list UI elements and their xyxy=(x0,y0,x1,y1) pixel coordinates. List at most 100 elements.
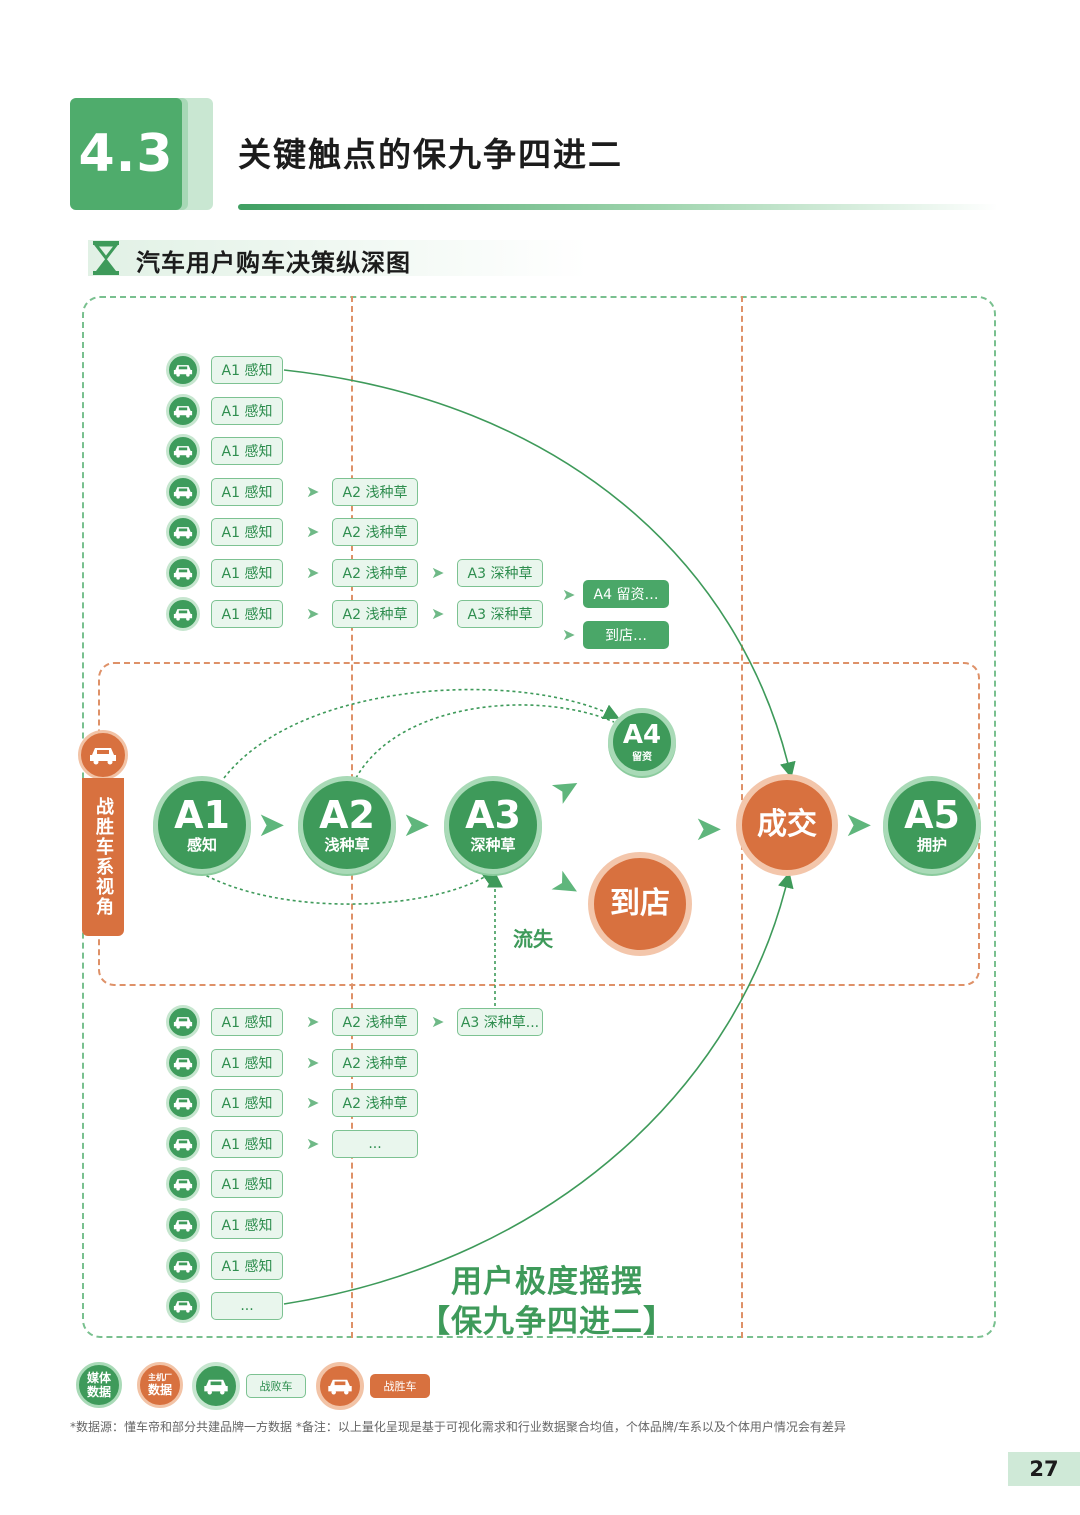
node-a3-label: A3 xyxy=(465,792,521,837)
car-icon xyxy=(173,1138,193,1151)
stage-pill: A1 感知 xyxy=(211,396,283,425)
arrow-icon: ➤ xyxy=(306,481,320,501)
row-car-icon xyxy=(166,1248,200,1283)
top-branch-a4: A4 留资… xyxy=(583,580,669,608)
subtitle: 汽车用户购车决策纵深图 xyxy=(136,249,411,277)
arrow-icon: ➤ xyxy=(306,563,320,582)
node-a5-label: A5 xyxy=(904,792,960,837)
node-deal-label: 成交 xyxy=(757,807,817,842)
arrow-icon: ➤ xyxy=(431,1012,445,1031)
stage-pill: A2 浅种草 xyxy=(332,1008,418,1036)
car-icon xyxy=(204,1379,228,1395)
row-car-icon xyxy=(166,1289,200,1324)
stage-pill: A1 感知 xyxy=(211,518,283,547)
car-icon xyxy=(173,1260,193,1273)
car-icon xyxy=(90,748,116,765)
arrow-icon: ➤ xyxy=(402,805,431,845)
dotted-a1-to-a4 xyxy=(223,688,620,779)
car-icon xyxy=(173,446,193,458)
curve-direct-to-deal xyxy=(283,369,796,779)
stage-pill: A3 深种草... xyxy=(457,1008,543,1036)
stage-pill: A1 感知 xyxy=(211,1048,283,1077)
legend-oem-big: 数据 xyxy=(147,1383,172,1397)
row-car-icon xyxy=(166,434,200,469)
car-icon xyxy=(173,1179,193,1192)
arrow-icon: ➤ xyxy=(257,805,286,845)
stage-pill: A1 感知 xyxy=(211,1170,283,1199)
legend-win-car-label: 战胜车 xyxy=(370,1374,430,1398)
node-a2: A2 浅种草 xyxy=(298,776,396,874)
node-a4-sub: 留资 xyxy=(632,751,652,763)
stage-pill: A1 感知 xyxy=(211,559,283,587)
arrow-icon: ➤ xyxy=(306,603,320,623)
row-car-icon xyxy=(166,1126,200,1161)
car-icon xyxy=(173,1017,193,1029)
node-a5: A5 拥护 xyxy=(883,776,981,874)
car-icon xyxy=(173,405,193,418)
node-a1: A1 感知 xyxy=(153,776,251,874)
row-car-icon xyxy=(166,1208,200,1242)
stage-pill: A1 感知 xyxy=(211,1008,283,1036)
section-number: 4.3 xyxy=(70,98,182,210)
arrow-icon: ➤ xyxy=(844,805,873,845)
stage-pill: A1 感知 xyxy=(211,1129,283,1158)
footnote: *数据源：懂车帝和部分共建品牌一方数据 *备注：以上量化呈现是基于可视化需求和行… xyxy=(70,1420,846,1434)
node-a3: A3 深种草 xyxy=(444,776,542,874)
arrow-icon: ➤ xyxy=(562,625,576,644)
row-car-icon xyxy=(166,353,200,387)
stage-pill: A2 浅种草 xyxy=(332,1048,418,1077)
legend-oem-small: 主机厂 xyxy=(148,1373,172,1382)
car-icon xyxy=(173,568,193,580)
top-branch-store: 到店… xyxy=(583,621,669,649)
stage-pill: A1 感知 xyxy=(211,477,283,506)
car-icon xyxy=(173,1220,193,1232)
row-car-icon xyxy=(166,515,200,550)
car-icon xyxy=(173,608,193,621)
stage-pill: A2 浅种草 xyxy=(332,599,418,628)
car-icon xyxy=(173,1301,193,1313)
winner-car-badge xyxy=(78,730,128,780)
stage-pill: A1 感知 xyxy=(211,437,283,466)
legend-lost-car-icon xyxy=(192,1362,240,1410)
row-car-icon xyxy=(166,596,200,631)
page-title: 关键触点的保九争四进二 xyxy=(238,135,623,174)
stage-pill: A3 深种草 xyxy=(457,559,543,587)
node-store: 到店 xyxy=(588,852,692,956)
subtitle-band xyxy=(88,240,588,276)
car-icon xyxy=(173,1098,193,1110)
side-label: 战胜车系视角 xyxy=(82,778,124,936)
curve-bottom-to-deal xyxy=(283,871,794,1305)
row-car-icon xyxy=(166,556,200,590)
hourglass-icon xyxy=(92,241,120,275)
node-a3-sub: 深种草 xyxy=(470,835,516,854)
legend-media-data: 媒体 数据 xyxy=(76,1362,122,1408)
arrow-icon: ➤ xyxy=(694,809,723,849)
node-a2-label: A2 xyxy=(319,792,375,837)
row-car-icon xyxy=(166,1086,200,1121)
node-a5-sub: 拥护 xyxy=(916,835,947,854)
arrow-icon: ➤ xyxy=(431,563,445,582)
stage-pill: A2 浅种草 xyxy=(332,1089,418,1118)
stage-pill: ... xyxy=(332,1129,418,1158)
loss-label: 流失 xyxy=(513,927,553,951)
arrow-icon: ➤ xyxy=(306,1133,320,1153)
car-icon xyxy=(173,527,193,540)
car-icon xyxy=(173,486,193,499)
node-a1-sub: 感知 xyxy=(186,835,217,854)
arrow-icon: ➤ xyxy=(306,1012,320,1031)
row-car-icon xyxy=(166,1045,200,1080)
stage-pill: A1 感知 xyxy=(211,1211,283,1239)
node-deal: 成交 xyxy=(736,774,838,876)
swing-text-line2: 【保九争四进二】 xyxy=(419,1304,675,1340)
stage-pill: A2 浅种草 xyxy=(332,518,418,547)
node-a1-label: A1 xyxy=(174,792,230,837)
car-icon xyxy=(328,1379,352,1395)
stage-pill: A1 感知 xyxy=(211,1251,283,1280)
stage-pill: ... xyxy=(211,1292,283,1321)
legend-win-car-icon xyxy=(316,1362,364,1410)
node-a2-sub: 浅种草 xyxy=(324,835,370,854)
stage-pill: A2 浅种草 xyxy=(332,559,418,587)
arrow-icon: ➤ xyxy=(306,522,320,542)
arrow-icon: ➤ xyxy=(306,1093,320,1113)
